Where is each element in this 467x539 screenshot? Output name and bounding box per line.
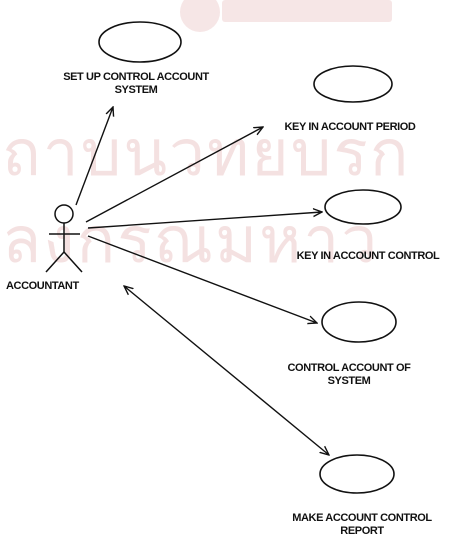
use-case-label-line-2: REPORT — [340, 525, 384, 537]
use-case-label-line-1: MAKE ACCOUNT CONTROL — [292, 512, 432, 524]
association-make-account-control-report — [124, 286, 329, 455]
watermark-text-line-2: ลงกรณมหาวิ — [2, 204, 379, 278]
association-set-up-control-account-system — [75, 107, 113, 206]
use-case-ellipse — [98, 21, 182, 63]
use-case-label-line-2: SYSTEM — [328, 375, 371, 387]
use-case-key-in-account-control[interactable]: KEY IN ACCOUNT CONTROL — [297, 189, 440, 262]
use-case-ellipse — [319, 454, 395, 494]
use-case-label-line-1: KEY IN ACCOUNT CONTROL — [297, 250, 440, 262]
use-case-ellipse — [321, 301, 397, 343]
actor-stick-figure-icon — [45, 204, 83, 273]
use-case-label-line-1: SET UP CONTROL ACCOUNT — [63, 71, 209, 83]
use-case-control-account-of-system[interactable]: CONTROL ACCOUNT OF SYSTEM — [288, 301, 412, 387]
use-case-ellipse — [324, 189, 402, 225]
use-case-make-account-control-report[interactable]: MAKE ACCOUNT CONTROL REPORT — [292, 454, 433, 537]
association-key-in-account-period — [85, 127, 263, 223]
watermark-seal — [180, 0, 392, 32]
use-case-label-line-2: SYSTEM — [115, 84, 158, 96]
use-case-key-in-account-period[interactable]: KEY IN ACCOUNT PERIOD — [285, 65, 416, 133]
actor-label: ACCOUNTANT — [6, 280, 79, 292]
use-case-label-line-1: CONTROL ACCOUNT OF — [288, 362, 412, 374]
use-case-set-up-control-account-system[interactable]: SET UP CONTROL ACCOUNT SYSTEM — [63, 21, 210, 96]
associations — [75, 107, 329, 455]
actor-accountant[interactable]: ACCOUNTANT — [6, 204, 83, 292]
watermark-text-line-1: ถาบนวทยบรก — [2, 117, 410, 191]
use-case-ellipse — [313, 65, 393, 103]
association-key-in-account-control — [87, 212, 322, 229]
use-case-label-line-1: KEY IN ACCOUNT PERIOD — [285, 121, 416, 133]
